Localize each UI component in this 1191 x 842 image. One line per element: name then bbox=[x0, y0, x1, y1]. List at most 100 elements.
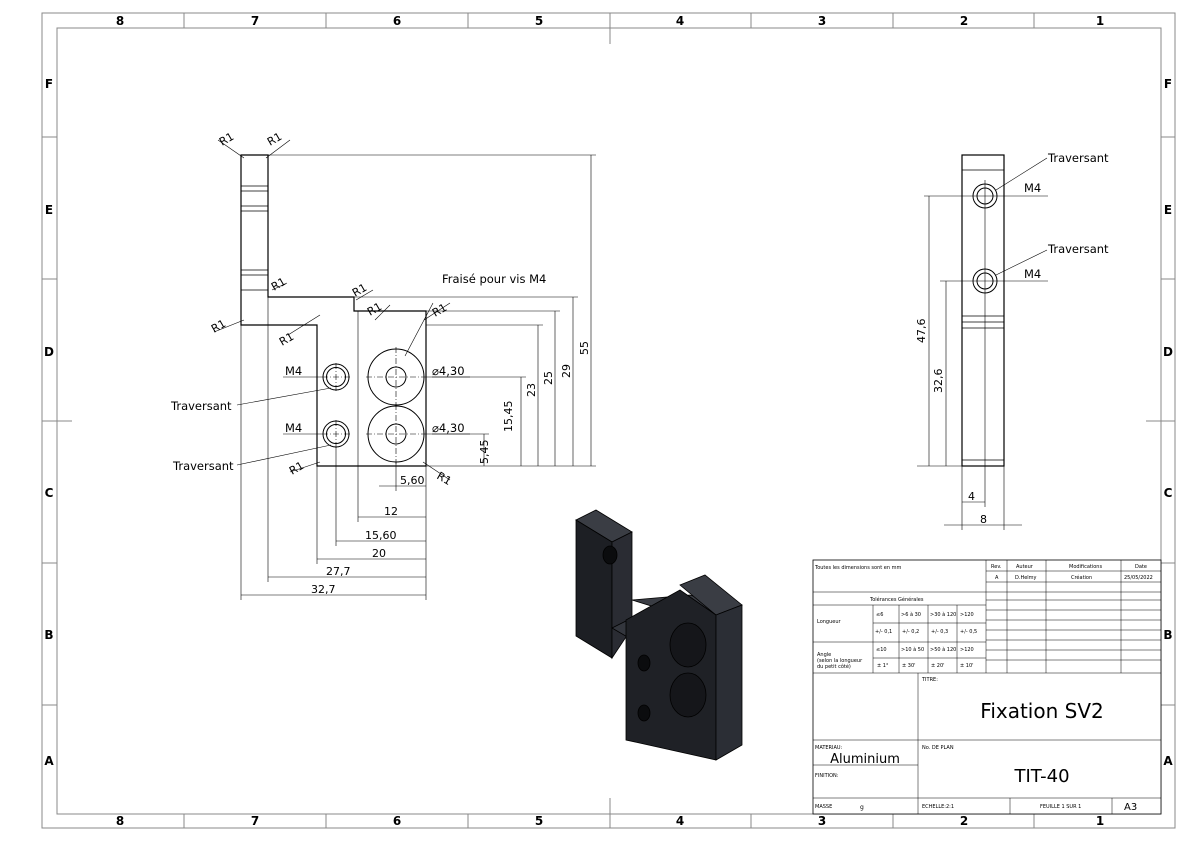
tb-tol-title: Tolérances Générales bbox=[869, 596, 924, 603]
tb-len-range: >6 à 30 bbox=[901, 611, 921, 618]
radius-label: R1 bbox=[430, 301, 449, 320]
tb-len-range: >30 à 120 bbox=[930, 611, 956, 618]
tb-ang-range: >10 à 50 bbox=[901, 646, 924, 653]
dim-20: 20 bbox=[372, 547, 386, 560]
row-label: C bbox=[1164, 486, 1173, 500]
tb-units: Toutes les dimensions sont en mm bbox=[814, 565, 902, 571]
dim-55: 55 bbox=[578, 341, 591, 355]
row-label: E bbox=[45, 203, 53, 217]
tb-plan: TIT-40 bbox=[1013, 766, 1069, 787]
tb-angle: Angle bbox=[817, 652, 831, 658]
tb-len-tol: +/- 0,1 bbox=[875, 629, 892, 635]
row-label: C bbox=[45, 486, 54, 500]
col-label: 7 bbox=[251, 814, 259, 828]
col-label: 1 bbox=[1096, 814, 1104, 828]
tb-titre-label: TITRE: bbox=[921, 677, 938, 683]
dim-5-60: 5,60 bbox=[400, 474, 425, 487]
col-label: 3 bbox=[818, 814, 826, 828]
col-label: 4 bbox=[676, 14, 684, 28]
col-label: 8 bbox=[116, 14, 124, 28]
diameter-label: ⌀4,30 bbox=[432, 364, 465, 378]
dim-23: 23 bbox=[525, 383, 538, 397]
tb-ang-range: >120 bbox=[960, 647, 974, 653]
tb-modif: Création bbox=[1071, 574, 1092, 581]
row-label: D bbox=[1163, 345, 1173, 359]
tb-angle-sub: (selon la longueur bbox=[817, 658, 863, 664]
col-label: 6 bbox=[393, 814, 401, 828]
side-outline bbox=[961, 154, 1005, 467]
tb-ang-tol: ± 30' bbox=[902, 663, 916, 669]
tb-ang-tol: ± 10' bbox=[960, 663, 974, 669]
tb-author-header: Auteur bbox=[1016, 564, 1034, 570]
col-label: 8 bbox=[116, 814, 124, 828]
m4-label: M4 bbox=[285, 364, 302, 378]
col-label: 5 bbox=[535, 14, 543, 28]
tb-date-header: Date bbox=[1135, 564, 1147, 570]
front-view: R1 R1 R1 R1 R1 R1 R1 R1 R1 R1 Fraisé pou… bbox=[170, 130, 596, 600]
dim-25: 25 bbox=[542, 371, 555, 385]
dim-32-6: 32,6 bbox=[932, 369, 945, 394]
front-radius-labels: R1 R1 R1 R1 R1 R1 R1 R1 R1 R1 bbox=[209, 130, 454, 488]
tb-author: D.Helmy bbox=[1015, 575, 1037, 581]
dim-15-60: 15,60 bbox=[365, 529, 397, 542]
m4-label: M4 bbox=[1024, 267, 1041, 281]
title-block: Toutes les dimensions sont en mm Rev. Au… bbox=[812, 559, 1162, 815]
tb-feuille: FEUILLE 1 SUR 1 bbox=[1040, 804, 1081, 810]
dim-15-45: 15,45 bbox=[502, 401, 515, 433]
radius-label: R1 bbox=[287, 459, 306, 478]
tb-finition-label: FINITION: bbox=[815, 773, 839, 779]
row-label: A bbox=[1163, 754, 1173, 768]
tb-len-tol: +/- 0,3 bbox=[931, 629, 948, 635]
dim-32-7: 32,7 bbox=[311, 583, 336, 596]
dim-4: 4 bbox=[968, 490, 975, 503]
side-view: Traversant Traversant M4 M4 47,6 32,6 4 … bbox=[915, 151, 1109, 530]
traversant-note: Traversant bbox=[170, 399, 232, 413]
fraise-note: Fraisé pour vis M4 bbox=[442, 272, 546, 286]
tb-longueur: Longueur bbox=[817, 619, 842, 625]
dim-8: 8 bbox=[980, 513, 987, 526]
dim-47-6: 47,6 bbox=[915, 319, 928, 344]
row-label: B bbox=[1163, 628, 1172, 642]
col-label: 2 bbox=[960, 14, 968, 28]
tb-len-tol: +/- 0,5 bbox=[960, 629, 977, 635]
tb-ang-tol: ± 1° bbox=[877, 663, 889, 669]
radius-label: R1 bbox=[277, 330, 296, 349]
tb-angle-sub: du petit côté) bbox=[817, 663, 851, 670]
radius-label: R1 bbox=[350, 281, 369, 300]
isometric-view bbox=[575, 509, 743, 761]
tb-materiau: Aluminium bbox=[830, 752, 900, 767]
col-label: 7 bbox=[251, 14, 259, 28]
dim-12: 12 bbox=[384, 505, 398, 518]
row-label: B bbox=[44, 628, 53, 642]
tb-rev: A bbox=[995, 575, 999, 581]
tb-plan-label: No. DE PLAN bbox=[922, 745, 954, 751]
diameter-label: ⌀4,30 bbox=[432, 421, 465, 435]
col-label: 4 bbox=[676, 814, 684, 828]
tb-titre: Fixation SV2 bbox=[980, 699, 1103, 723]
zone-labels: 8 7 6 5 4 3 2 1 8 7 6 5 4 3 2 1 F E D C … bbox=[44, 14, 1173, 828]
radius-label: R1 bbox=[209, 317, 228, 336]
traversant-note: Traversant bbox=[172, 459, 234, 473]
tb-materiau-label: MATERIAU: bbox=[815, 745, 843, 751]
radius-label: R1 bbox=[435, 469, 454, 488]
col-label: 6 bbox=[393, 14, 401, 28]
traversant-note: Traversant bbox=[1047, 242, 1109, 256]
radius-label: R1 bbox=[217, 130, 236, 149]
traversant-note: Traversant bbox=[1047, 151, 1109, 165]
dim-29: 29 bbox=[560, 364, 573, 378]
col-label: 3 bbox=[818, 14, 826, 28]
row-label: A bbox=[44, 754, 54, 768]
col-label: 2 bbox=[960, 814, 968, 828]
m4-label: M4 bbox=[285, 421, 302, 435]
row-label: F bbox=[45, 77, 53, 91]
tb-masse-label: MASSE bbox=[815, 804, 832, 810]
tb-masse-unit: g bbox=[860, 804, 864, 811]
radius-label: R1 bbox=[365, 300, 384, 319]
tb-modif-header: Modifications bbox=[1069, 564, 1102, 570]
tb-format: A3 bbox=[1124, 802, 1137, 813]
tb-len-tol: +/- 0,2 bbox=[902, 629, 919, 635]
front-outline bbox=[240, 154, 427, 467]
col-label: 5 bbox=[535, 814, 543, 828]
tb-len-range: ≤6 bbox=[876, 612, 883, 618]
